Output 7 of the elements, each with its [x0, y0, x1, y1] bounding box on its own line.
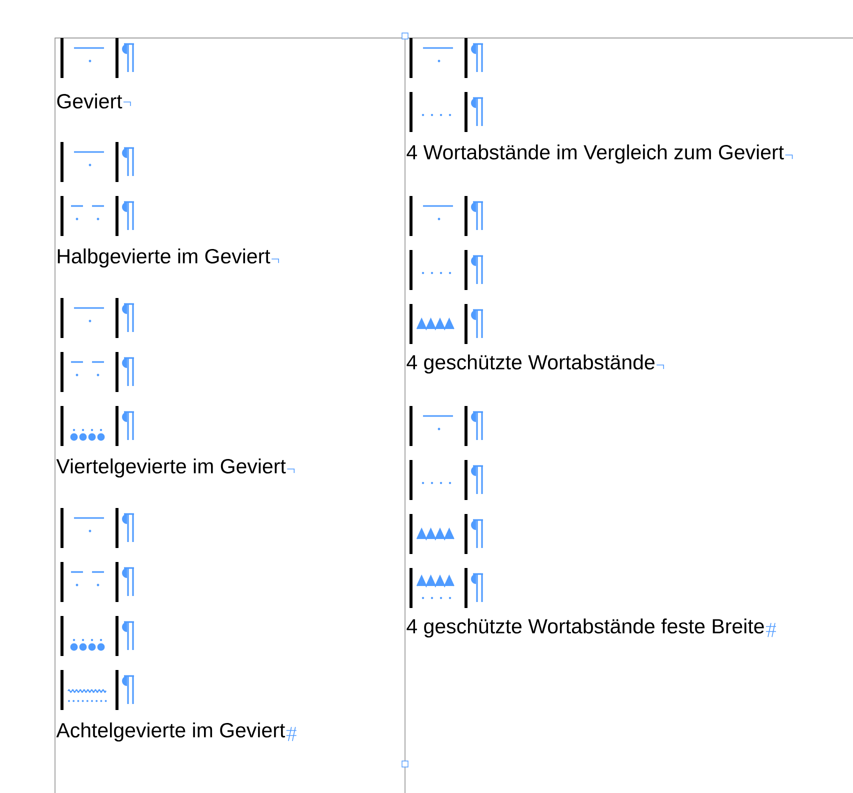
paragraph-text: 4 geschützte Wortabstände — [406, 354, 654, 374]
paragraph-text: Halbgevierte im Geviert — [58, 248, 270, 268]
paragraph-text: Viertelgevierte im Geviert — [56, 458, 286, 478]
paragraph-text: 4 Wortabstände im Vergleich zum Geviert — [406, 144, 784, 164]
paragraph-text: Achtelgevierte im Geviert — [56, 722, 286, 742]
paragraph-text: Geviert — [57, 93, 122, 109]
paragraph-text: 4 geschützte Wortabstände feste Breite — [406, 618, 764, 638]
